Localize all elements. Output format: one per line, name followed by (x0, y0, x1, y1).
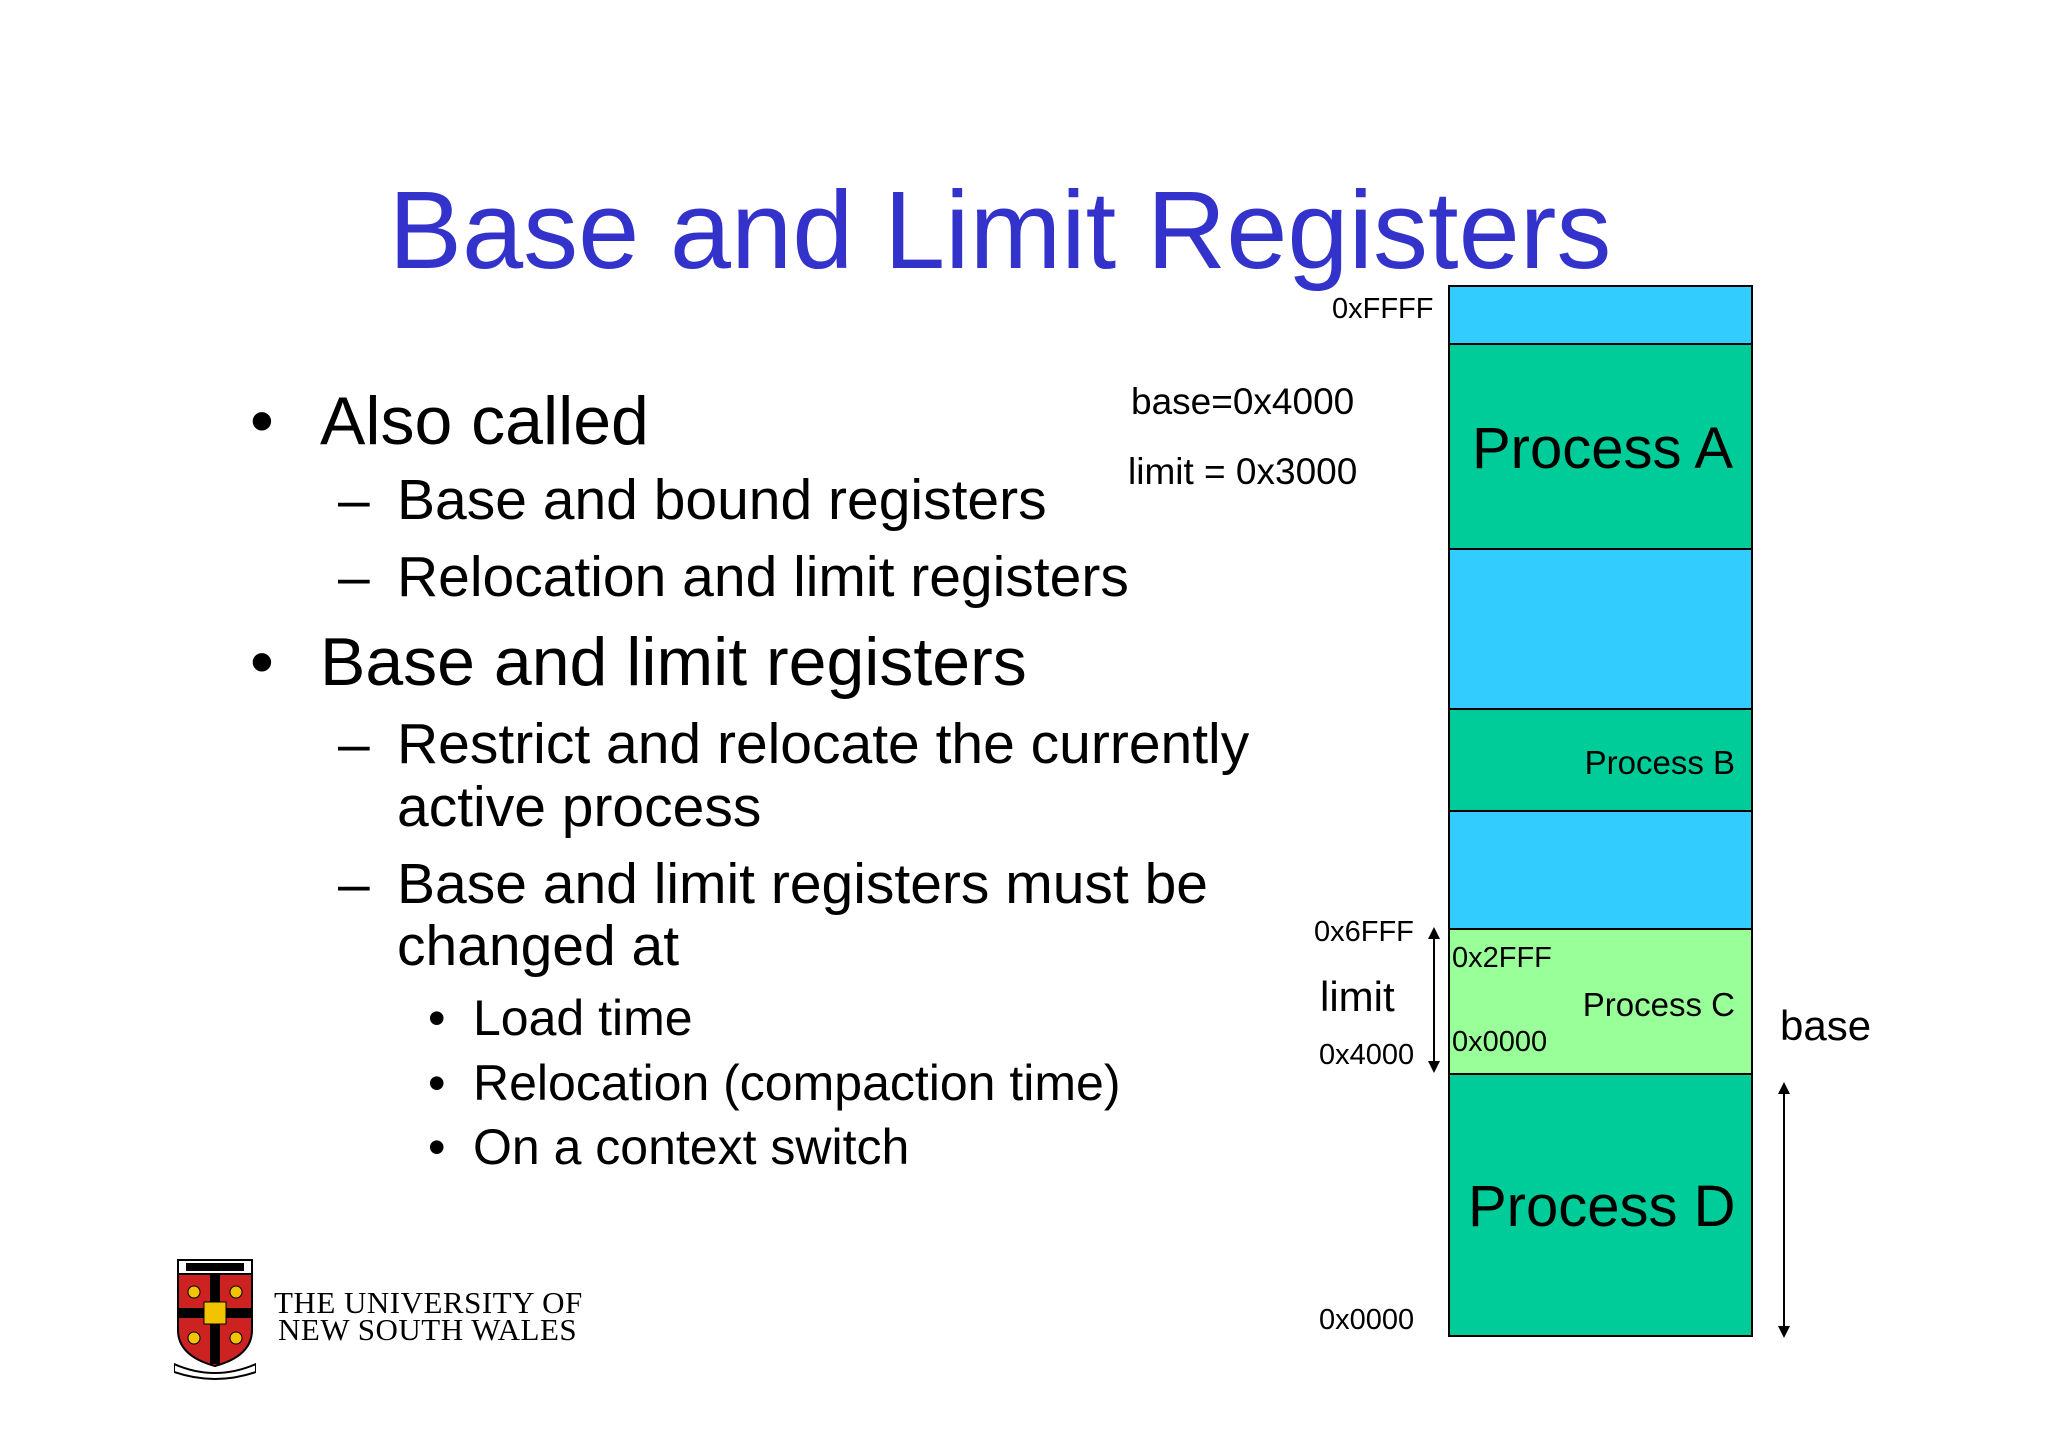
sub-sub-bullet-load-time: Load time (473, 990, 693, 1046)
bottom-address-label: 0x0000 (1319, 1304, 1415, 1336)
sub-bullet-base-bound: Base and bound registers (397, 468, 1047, 532)
memory-process-b: Process B (1448, 708, 1753, 812)
process-c-local-bottom-address: 0x0000 (1452, 1026, 1548, 1058)
limit-register-value: limit = 0x3000 (1128, 451, 1358, 492)
memory-free-lower (1448, 810, 1753, 930)
sub-sub-bullet-context-switch: On a context switch (473, 1119, 910, 1175)
memory-process-d: Process D (1448, 1073, 1753, 1337)
process-d-label: Process D (1468, 1174, 1736, 1239)
dash-marker: – (338, 468, 370, 532)
bullet-marker: • (428, 1055, 446, 1111)
bullet-marker: • (428, 1119, 446, 1175)
sub-bullet-restrict-line2: active process (397, 775, 762, 839)
memory-free-middle (1448, 548, 1753, 710)
base-arrow-icon (1778, 1082, 1790, 1338)
process-c-bottom-address: 0x4000 (1319, 1039, 1415, 1071)
logo-text-line2: NEW SOUTH WALES (278, 1312, 578, 1347)
process-c-label: Process C (1582, 986, 1735, 1023)
bullet-also-called: Also called (320, 383, 649, 459)
bullet-marker: • (250, 624, 274, 700)
dash-marker: – (338, 545, 370, 609)
sub-bullet-relocation-limit: Relocation and limit registers (397, 545, 1129, 609)
bullet-marker: • (428, 990, 446, 1046)
process-a-label: Process A (1472, 416, 1734, 481)
process-b-label: Process B (1584, 744, 1735, 781)
sub-sub-bullet-relocation: Relocation (compaction time) (473, 1055, 1121, 1111)
limit-arrow-icon (1428, 927, 1440, 1073)
base-register-value: base=0x4000 (1131, 381, 1355, 422)
dash-marker: – (338, 712, 370, 776)
memory-free-top (1448, 285, 1753, 345)
bullet-marker: • (250, 383, 274, 459)
base-label: base (1780, 1002, 1872, 1049)
slide-title: Base and Limit Registers (388, 169, 1612, 292)
logo-text-line1: THE UNIVERSITY OF (274, 1285, 583, 1320)
bullet-base-limit: Base and limit registers (320, 624, 1027, 700)
unsw-crest-logo (174, 1259, 256, 1380)
limit-label: limit (1320, 973, 1395, 1020)
process-c-top-address: 0x6FFF (1314, 916, 1414, 948)
top-address-label: 0xFFFF (1332, 293, 1434, 325)
sub-bullet-restrict-line1: Restrict and relocate the currently (397, 712, 1250, 776)
sub-bullet-must-change-line2: changed at (397, 914, 680, 978)
memory-process-c: 0x2FFF Process C 0x0000 (1448, 928, 1753, 1075)
sub-bullet-must-change-line1: Base and limit registers must be (397, 852, 1208, 916)
process-c-local-top-address: 0x2FFF (1452, 942, 1552, 974)
dash-marker: – (338, 852, 370, 916)
memory-process-a: Process A (1448, 343, 1753, 550)
